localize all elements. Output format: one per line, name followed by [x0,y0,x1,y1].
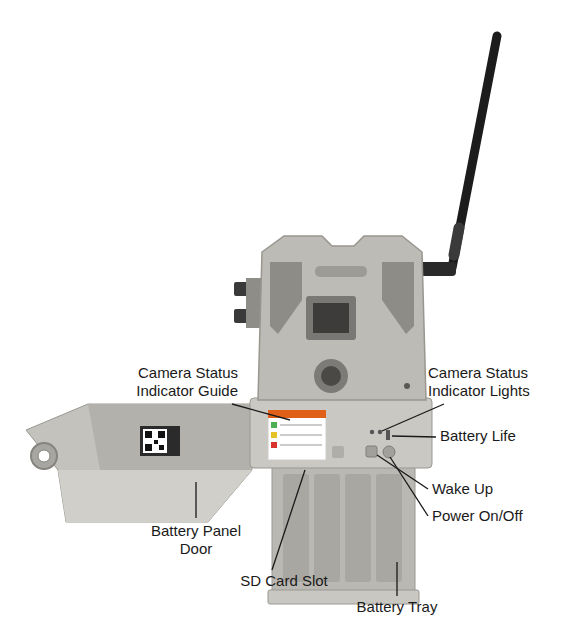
part-label: Battery Life [440,427,560,445]
battery-panel-door [26,404,252,522]
battery-panel-door-part [159,445,164,450]
control-panel-part [250,398,432,468]
camera-body-part [314,359,348,393]
battery-panel-door-part [140,426,180,456]
control-panel-part [271,442,277,448]
battery-panel-door-part [143,429,167,453]
battery-tray-part [345,474,371,582]
control-panel-part [271,432,277,438]
leader-line-part [390,457,428,516]
battery-panel-door-part [88,404,252,470]
battery-tray-part [314,474,340,582]
leader-line-part [377,455,428,489]
battery-panel-door-part [145,444,152,451]
antenna-part [418,262,456,276]
camera-body-part [270,262,302,334]
battery-panel-door-part [38,450,50,462]
battery-panel-door-part [26,404,252,522]
control-panel-part [332,446,344,458]
part-label: Power On/Off [432,507,557,525]
camera-body-part [404,383,410,389]
camera-body-part [315,266,367,277]
leader-line-part [392,436,436,437]
part-label: Battery Panel Door [136,522,256,558]
leader-line-part [396,562,397,596]
control-panel-part [268,410,326,460]
camera-body-part [321,366,341,386]
battery-tray-part [376,474,402,582]
strap-tab [234,278,262,328]
camera-body [258,236,426,400]
leader-line [196,404,444,596]
camera-body-part [306,296,356,340]
part-label: Wake Up [432,480,552,498]
battery-panel-door-part [158,431,165,438]
part-label: Camera Status Indicator Guide [112,364,238,400]
part-label: Camera Status Indicator Lights [428,364,560,400]
leader-line-part [272,470,305,570]
leader-line-part [195,482,196,518]
antenna-part [454,228,459,255]
antenna-part [452,36,497,268]
control-panel-part [370,430,374,434]
control-panel-part [383,446,395,458]
battery-panel-door-part [58,470,252,522]
leader-line-part [382,404,444,431]
control-panel-part [280,425,322,426]
battery-panel-door-part [31,443,57,469]
antenna [418,36,497,276]
control-panel-part [280,445,322,446]
camera-body-part [382,262,414,334]
part-label: SD Card Slot [222,572,346,590]
camera-body-part [258,236,426,400]
battery-tray-part [283,474,309,582]
control-panel [250,398,432,468]
control-panel-part [378,430,382,434]
camera-body-part [313,303,349,333]
control-panel-part [386,430,390,440]
battery-panel-door-part [154,440,158,444]
battery-panel-door-part [145,431,152,438]
control-panel-part [280,435,322,436]
control-panel-part [366,446,377,457]
part-label: Battery Tray [337,598,457,616]
leader-line-part [232,404,290,420]
control-panel-part [271,422,277,428]
